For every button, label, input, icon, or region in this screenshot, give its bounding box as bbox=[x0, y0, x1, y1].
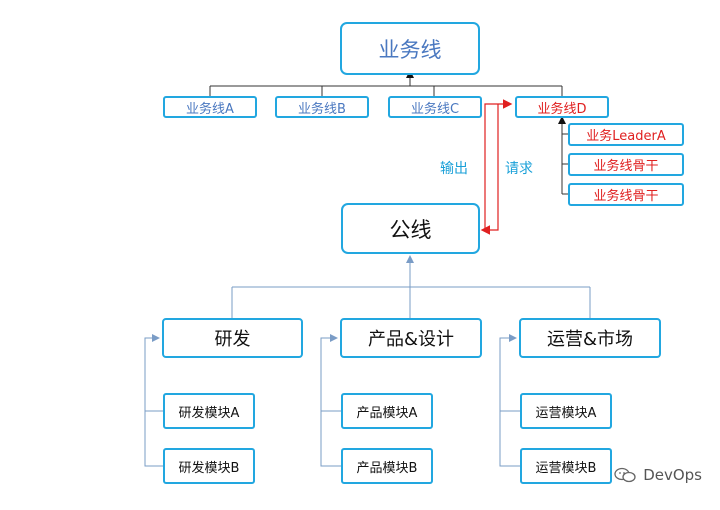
line-d-child-backbone-1-label: 业务线骨干 bbox=[593, 159, 659, 174]
public-tree-lines bbox=[231, 255, 591, 318]
module-product-b: 产品模块B bbox=[341, 448, 433, 484]
request-output-arrows bbox=[480, 99, 513, 235]
module-product-b-label: 产品模块B bbox=[356, 460, 418, 476]
line-d-child-backbone-2-label: 业务线骨干 bbox=[593, 189, 659, 204]
request-label: 请求 bbox=[505, 161, 533, 177]
business-line-c-label: 业务线C bbox=[410, 101, 460, 117]
business-line-b: 业务线B bbox=[275, 96, 369, 118]
output-label: 输出 bbox=[440, 161, 468, 177]
top-node-label: 业务线 bbox=[378, 37, 442, 62]
public-line-label: 公线 bbox=[389, 217, 432, 242]
department-operations-marketing-label: 运营&市场 bbox=[546, 329, 634, 350]
department-operations-marketing: 运营&市场 bbox=[519, 318, 661, 358]
department-product-design: 产品&设计 bbox=[340, 318, 482, 358]
module-product-a: 产品模块A bbox=[341, 393, 433, 429]
module-rnd-a-label: 研发模块A bbox=[178, 405, 240, 421]
line-d-child-backbone-1: 业务线骨干 bbox=[568, 153, 684, 176]
business-line-a: 业务线A bbox=[163, 96, 257, 118]
department-rnd-label: 研发 bbox=[214, 329, 251, 350]
line-d-child-backbone-2: 业务线骨干 bbox=[568, 183, 684, 206]
module-operations-b-label: 运营模块B bbox=[535, 460, 597, 476]
top-tree-lines bbox=[209, 70, 563, 97]
module-product-a-label: 产品模块A bbox=[356, 405, 418, 421]
business-line-a-label: 业务线A bbox=[186, 101, 234, 117]
business-line-d: 业务线D bbox=[515, 96, 609, 118]
line-d-child-leader: 业务LeaderA bbox=[568, 123, 684, 146]
watermark: DevOps bbox=[613, 466, 702, 484]
business-line-b-label: 业务线B bbox=[298, 101, 346, 117]
module-lines bbox=[144, 334, 520, 467]
wechat-logo-icon bbox=[613, 467, 637, 483]
watermark-text: DevOps bbox=[643, 466, 702, 484]
module-operations-a: 运营模块A bbox=[520, 393, 612, 429]
business-line-d-label: 业务线D bbox=[537, 101, 587, 117]
module-operations-b: 运营模块B bbox=[520, 448, 612, 484]
top-node-business-line: 业务线 bbox=[340, 22, 480, 75]
module-rnd-a: 研发模块A bbox=[163, 393, 255, 429]
department-product-design-label: 产品&设计 bbox=[367, 329, 455, 350]
module-operations-a-label: 运营模块A bbox=[535, 405, 597, 421]
public-line-node: 公线 bbox=[341, 203, 480, 254]
business-line-c: 业务线C bbox=[388, 96, 482, 118]
module-rnd-b: 研发模块B bbox=[163, 448, 255, 484]
department-rnd: 研发 bbox=[162, 318, 303, 358]
module-rnd-b-label: 研发模块B bbox=[178, 460, 240, 476]
line-d-child-leader-label: 业务LeaderA bbox=[586, 129, 666, 144]
